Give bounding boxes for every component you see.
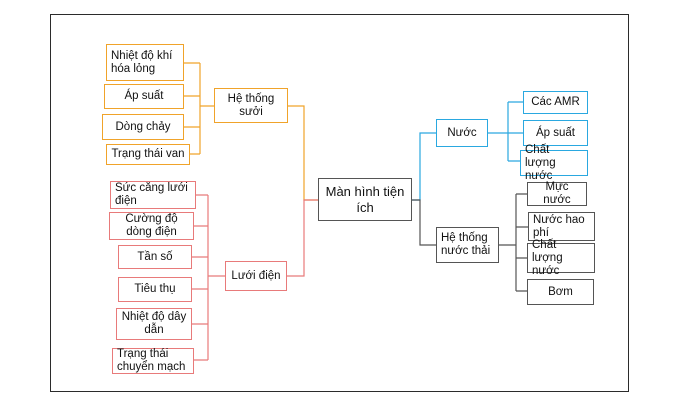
heating-item-pressure: Áp suất	[104, 84, 184, 109]
heating-item-flow: Dòng chảy	[102, 114, 184, 140]
wastewater-item-pump: Bơm	[527, 279, 594, 305]
heating-item-valve-status: Trạng thái van	[106, 144, 190, 165]
grid-item-frequency: Tần số	[118, 245, 192, 269]
water-node: Nước	[436, 119, 488, 147]
water-item-quality: Chất lượng nước	[520, 144, 588, 182]
heating-item-lpg-temperature: Nhiệt độ khí hóa lỏng	[106, 44, 184, 81]
root-node: Màn hình tiện ích	[318, 178, 412, 221]
water-item-amr: Các AMR	[523, 91, 588, 114]
grid-item-consumption: Tiêu thụ	[118, 277, 192, 302]
wastewater-item-quality: Chất lượng nước	[527, 239, 595, 277]
grid-item-voltage: Sức căng lưới điện	[110, 181, 196, 209]
grid-node: Lưới điện	[225, 261, 287, 291]
water-item-pressure: Áp suất	[523, 120, 588, 146]
grid-item-conductor-temperature: Nhiệt độ dây dẫn	[116, 308, 192, 340]
wastewater-item-water-level: Mực nước	[527, 181, 587, 206]
grid-item-current: Cường độ dòng điện	[109, 212, 194, 240]
grid-item-switch-status: Trạng thái chuyển mạch	[112, 348, 194, 374]
wastewater-item-water-loss: Nước hao phí	[528, 212, 595, 241]
heating-node: Hệ thống sưởi	[214, 88, 288, 123]
diagram-frame	[50, 14, 629, 392]
wastewater-node: Hệ thống nước thải	[436, 227, 499, 263]
